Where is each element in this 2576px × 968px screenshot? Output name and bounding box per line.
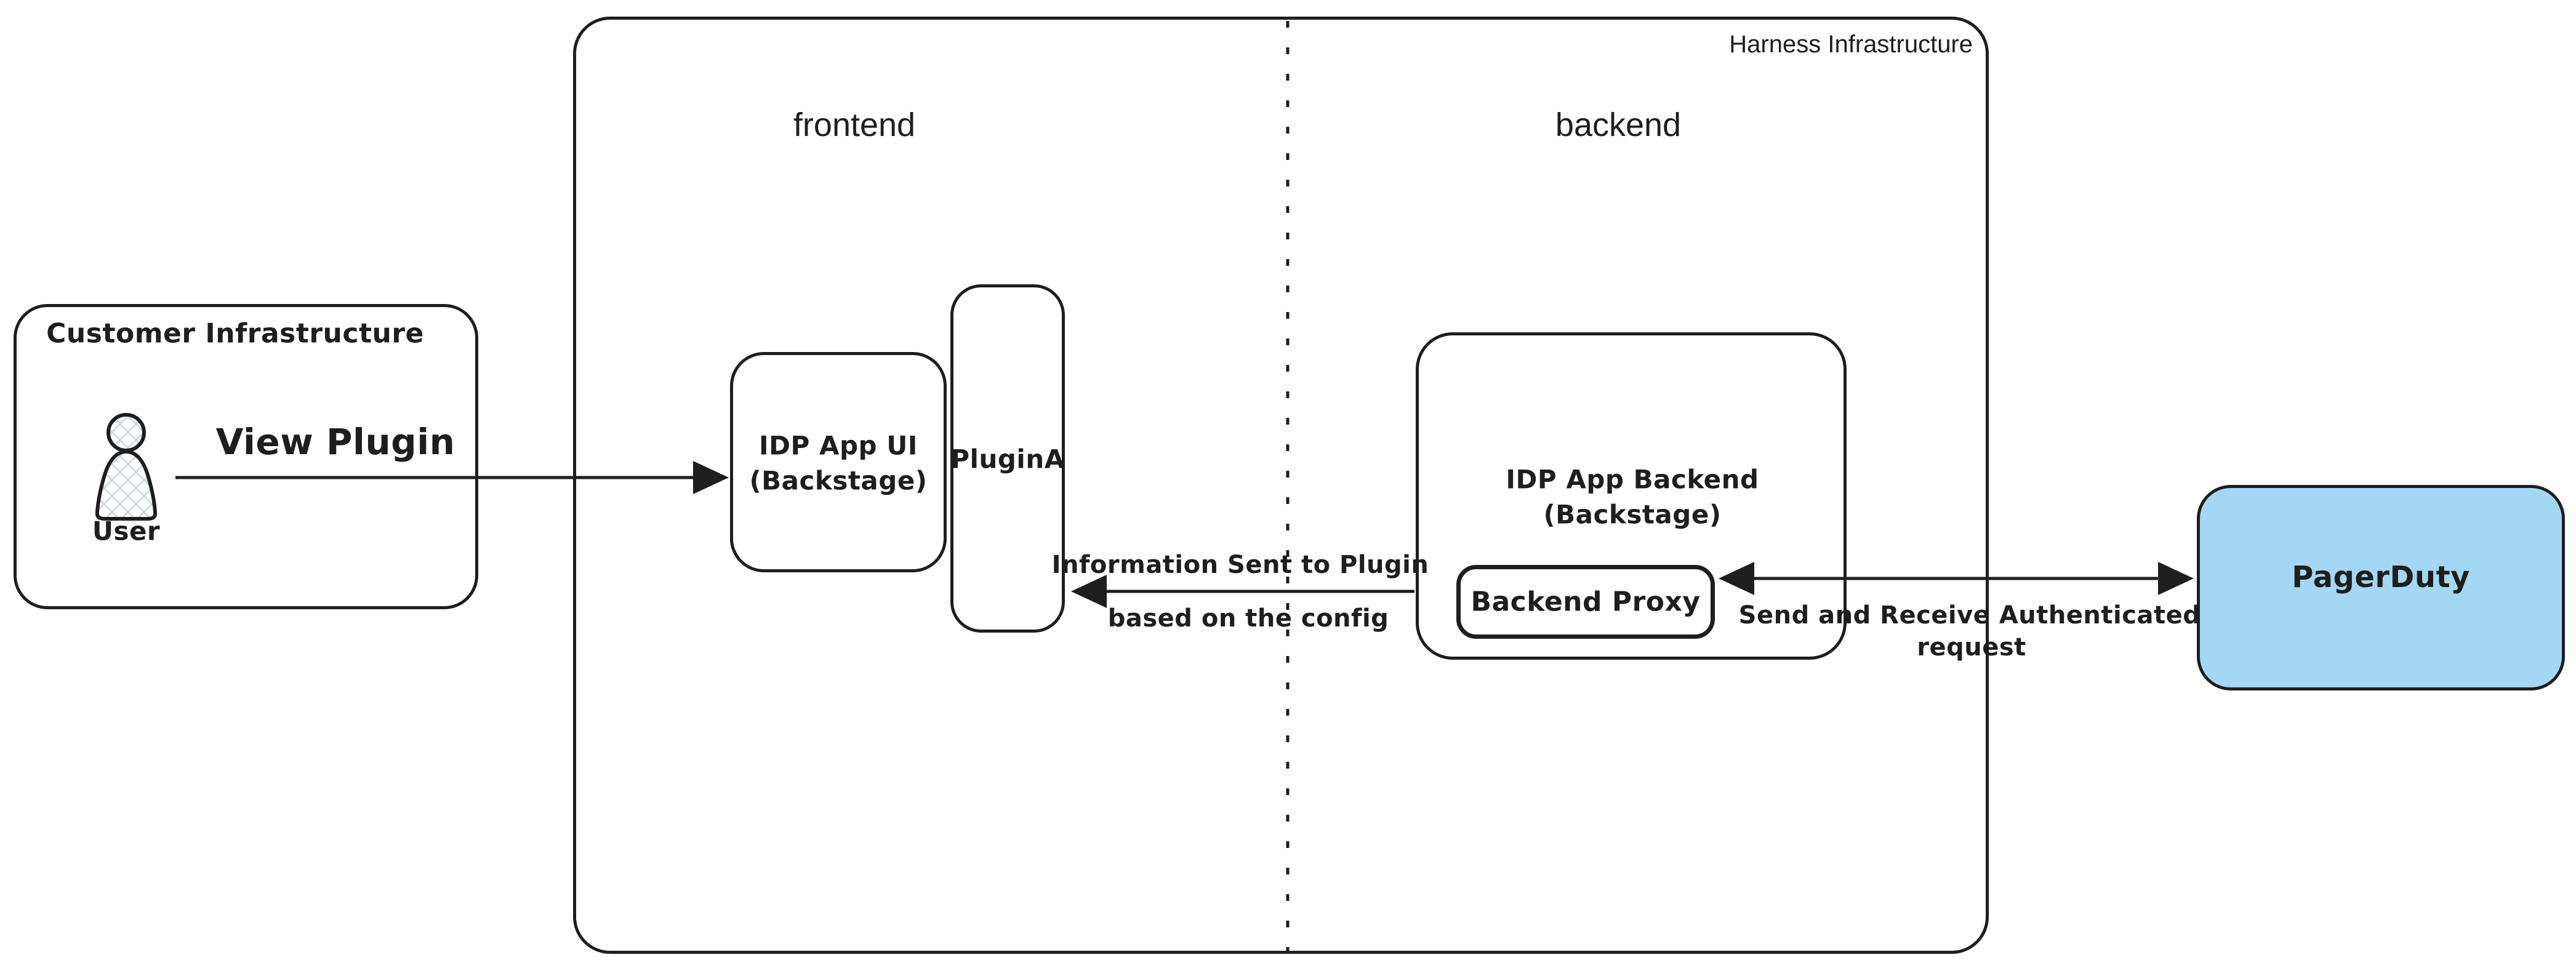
info-to-plugin-label-line2: based on the config (1107, 604, 1389, 633)
send-receive-label-line2: request (1917, 633, 2026, 662)
customer-infrastructure-title: Customer Infrastructure (46, 318, 424, 350)
idp-app-backend-label-line1: IDP App Backend (1506, 464, 1759, 495)
send-receive-arrowhead-right (2158, 562, 2194, 595)
view-plugin-arrow (175, 461, 729, 494)
idp-app-backend-label: IDP App Backend (Backstage) (1506, 462, 1759, 532)
user-icon-body (95, 450, 158, 521)
info-to-plugin-label-line1: Information Sent to Plugin (1051, 551, 1429, 579)
pagerduty-node (2197, 485, 2565, 690)
frontend-zone-label: frontend (793, 106, 916, 143)
idp-app-backend-node (1416, 332, 1847, 660)
idp-app-ui-label-line1: IDP App UI (759, 430, 918, 461)
info-to-plugin-arrow (1071, 575, 1414, 608)
view-plugin-arrowhead (693, 461, 729, 494)
backend-proxy-node (1456, 565, 1715, 639)
send-receive-label-line1: Send and Receive Authenticated (1738, 601, 2201, 630)
send-receive-arrow (1719, 562, 2194, 595)
info-to-plugin-arrowhead (1071, 575, 1107, 608)
harness-infrastructure-title: Harness Infrastructure (1729, 31, 1973, 58)
idp-app-ui-label-line2: (Backstage) (749, 465, 928, 495)
backend-proxy-label: Backend Proxy (1471, 586, 1701, 618)
user-label: User (92, 516, 161, 546)
harness-infrastructure-box (573, 17, 1989, 954)
user-icon (95, 413, 158, 521)
plugin-a-label: PluginA (950, 444, 1065, 474)
plugin-a-node (950, 284, 1065, 633)
idp-app-ui-node (730, 352, 947, 572)
idp-app-ui-label: IDP App UI (Backstage) (749, 428, 927, 498)
send-receive-arrowhead-left (1719, 562, 1754, 595)
user-icon-head (106, 413, 146, 452)
backend-zone-label: backend (1555, 106, 1682, 143)
idp-app-backend-label-line2: (Backstage) (1543, 499, 1722, 529)
customer-infrastructure-box (14, 304, 478, 609)
view-plugin-edge-label: View Plugin (215, 421, 455, 463)
pagerduty-label: PagerDuty (2292, 560, 2470, 594)
